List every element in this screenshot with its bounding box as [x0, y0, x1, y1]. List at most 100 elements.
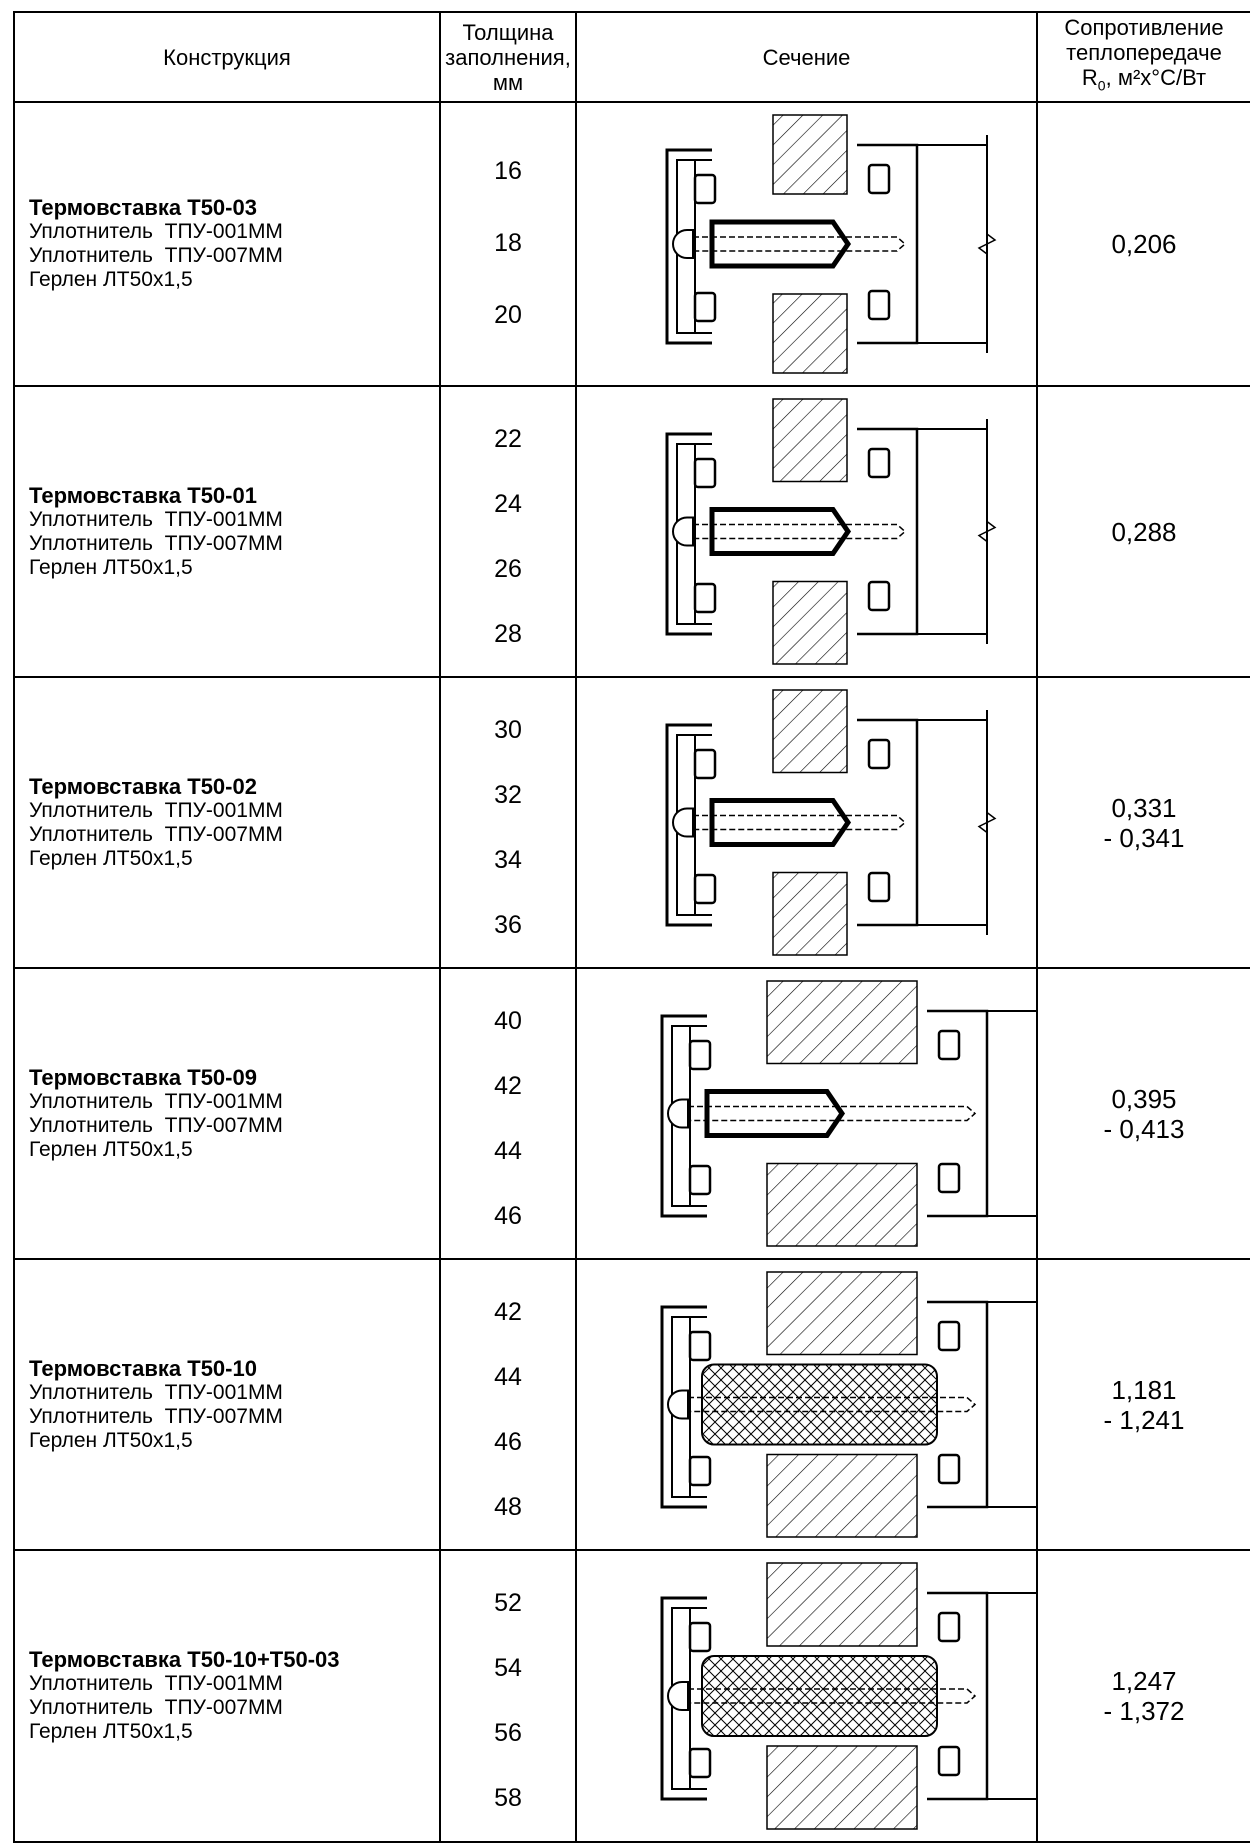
glass-upper	[766, 1562, 918, 1647]
insert-name: Термовставка Т50-02	[29, 773, 257, 799]
resistance-value: 1,181	[1111, 1374, 1177, 1405]
insert-name: Термовставка Т50-10+Т50-03	[29, 1647, 340, 1672]
r-symbol: R	[1081, 65, 1098, 91]
header-construction: Конструкция	[13, 11, 441, 103]
resistance-cell: 0,288	[1036, 385, 1250, 678]
screw-head	[667, 1681, 689, 1711]
glass-lower	[772, 580, 848, 665]
insert-name: Термовставка Т50-01	[29, 482, 257, 508]
pressure-profile	[665, 148, 712, 345]
seal-left-upper	[693, 748, 717, 780]
break-line	[977, 811, 997, 834]
header-section: Сечение	[575, 11, 1038, 103]
thermal-insert	[709, 507, 852, 556]
seal-left-lower	[693, 291, 717, 323]
seal-line: Уплотнитель ТПУ-007ММ	[29, 1113, 283, 1137]
seal-right-upper	[937, 1320, 961, 1352]
seal-right-lower	[937, 1162, 961, 1194]
seal-left-lower	[688, 1455, 712, 1487]
seal-right-upper	[867, 738, 891, 770]
glass-upper	[766, 980, 918, 1065]
screw-shank	[693, 523, 907, 540]
thickness-value: 30	[494, 716, 522, 744]
gerlen-line: Герлен ЛТ50х1,5	[29, 1428, 193, 1452]
thermal-insert	[709, 798, 852, 847]
resistance-value: 1,247	[1111, 1666, 1177, 1696]
seal-right-upper	[937, 1611, 961, 1643]
insert-name: Термовставка Т50-09	[29, 1064, 257, 1090]
thickness-value: 32	[494, 781, 522, 809]
thickness-value: 56	[494, 1719, 522, 1747]
thickness-value: 48	[494, 1493, 522, 1521]
thermal-insert	[709, 219, 852, 269]
seal-left-upper	[693, 457, 717, 489]
screw-shank	[693, 814, 907, 831]
thermal-insert-foam	[701, 1655, 938, 1737]
resistance-value: - 0,341	[1103, 822, 1185, 853]
gerlen-line: Герлен ЛТ50х1,5	[29, 555, 193, 579]
thickness-value: 22	[494, 425, 522, 453]
seal-right-lower	[867, 871, 891, 903]
thickness-value: 20	[494, 301, 522, 329]
seal-left-lower	[693, 582, 717, 614]
gerlen-line: Герлен ЛТ50х1,5	[29, 1137, 193, 1161]
seal-left-upper	[693, 173, 717, 205]
thickness-value: 52	[494, 1589, 522, 1617]
thickness-value: 24	[494, 490, 522, 518]
thickness-value: 40	[494, 1007, 522, 1035]
gerlen-line: Герлен ЛТ50х1,5	[29, 268, 193, 291]
section-drawing-cell	[575, 967, 1038, 1260]
thickness-value: 44	[494, 1363, 522, 1391]
screw-shank	[693, 236, 907, 252]
r-unit: , м²х°С/Вт	[1105, 65, 1207, 91]
pressure-profile	[665, 723, 712, 927]
pressure-profile	[660, 1305, 707, 1509]
thickness-value: 54	[494, 1654, 522, 1682]
seal-line: Уплотнитель ТПУ-007ММ	[29, 1696, 283, 1719]
seal-right-upper	[937, 1029, 961, 1061]
glass-upper	[772, 689, 848, 774]
thickness-value: 18	[494, 229, 522, 257]
seal-line: Уплотнитель ТПУ-007ММ	[29, 822, 283, 846]
insert-name: Термовставка Т50-03	[29, 195, 257, 220]
thickness-value: 26	[494, 555, 522, 583]
seal-line: Уплотнитель ТПУ-001ММ	[29, 507, 283, 531]
mullion-profile	[857, 143, 919, 345]
glass-upper	[766, 1271, 918, 1356]
seal-right-lower	[867, 580, 891, 612]
mullion-profile	[927, 1009, 989, 1218]
resistance-cell: 0,206	[1036, 101, 1250, 387]
thickness-value: 16	[494, 157, 522, 185]
seal-line: Уплотнитель ТПУ-001ММ	[29, 798, 283, 822]
break-line	[977, 520, 997, 543]
seal-left-upper	[688, 1039, 712, 1071]
resistance-value: 0,288	[1111, 516, 1177, 547]
thermal-insert-foam	[701, 1363, 938, 1446]
resistance-value: 0,331	[1111, 792, 1177, 823]
resistance-value: 0,206	[1111, 229, 1177, 259]
seal-left-upper	[688, 1621, 712, 1653]
pressure-profile	[660, 1014, 707, 1218]
resistance-cell: 0,331- 0,341	[1036, 676, 1250, 969]
glass-upper	[772, 114, 848, 195]
resistance-value: - 0,413	[1103, 1113, 1185, 1144]
screw-head	[672, 516, 694, 547]
thickness-value: 36	[494, 911, 522, 939]
seal-right-upper	[867, 447, 891, 479]
thickness-value: 42	[494, 1072, 522, 1100]
section-drawing-cell	[575, 1258, 1038, 1551]
seal-right-lower	[937, 1745, 961, 1777]
